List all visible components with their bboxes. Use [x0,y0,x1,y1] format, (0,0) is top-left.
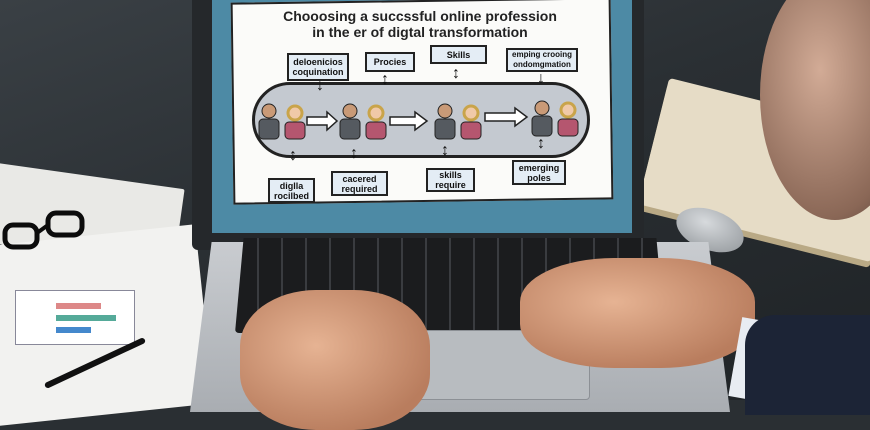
chart-bar [56,327,91,333]
top-label-3: Skills [430,45,487,64]
person-pair [434,103,482,140]
eyeglasses [2,210,85,250]
people-row [258,100,579,140]
double-arrow-icon: ↕ [441,142,449,159]
top-label-4: emping crooing ondomgmation [506,48,578,72]
bottom-label-4: emerging poles [512,160,566,185]
person-pair [531,100,579,137]
right-hand [520,258,755,368]
person-pair [258,103,306,140]
left-hand [240,290,430,430]
top-label-2: Procies [365,52,415,72]
chart-bar [56,303,101,309]
diagram-title: Chooosing a succssful online profession … [240,8,600,40]
title-line-2: in the er of digtal transformation [312,24,528,40]
double-arrow-icon: ↕ [289,147,297,164]
suit-sleeve [745,315,870,415]
double-arrow-icon: ↕ [381,71,389,88]
double-arrow-icon: ↕ [452,65,460,82]
right-arrow-icon [306,106,529,132]
bottom-label-1: diglla rocilbed [268,178,315,203]
bottom-label-3: skills require [426,168,475,192]
bottom-label-2: cacered required [331,171,388,196]
title-line-1: Chooosing a succssful online profession [283,8,557,24]
double-arrow-icon: ↕ [350,145,358,162]
paper-bar-chart [15,290,135,345]
down-arrow-icon: ↓ [537,70,545,87]
top-label-1: deloenicios coquination [287,53,349,81]
down-arrow-icon: ↓ [316,77,324,94]
person-pair [339,103,387,140]
chart-bar [56,315,116,321]
double-arrow-icon: ↕ [537,135,545,152]
